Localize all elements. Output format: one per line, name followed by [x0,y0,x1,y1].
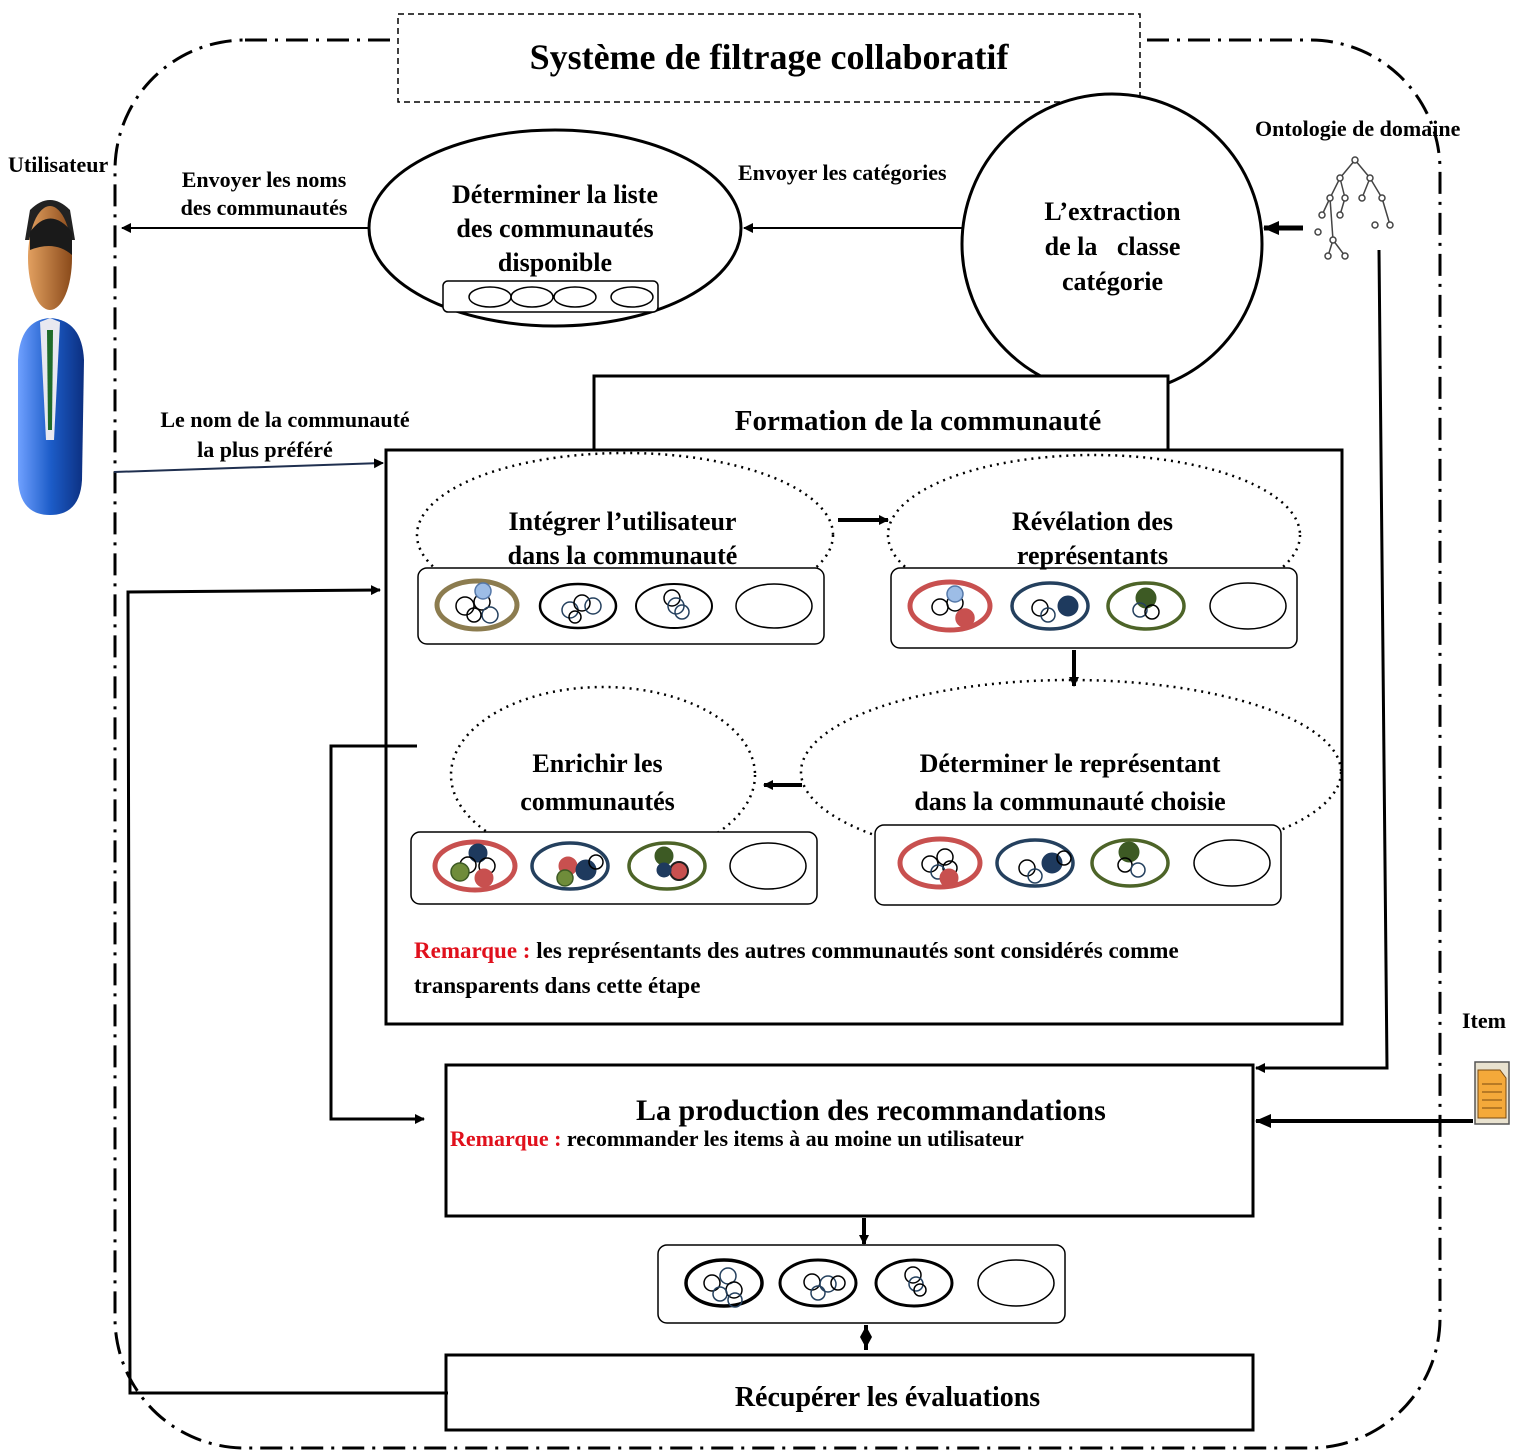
group-box-enrich [410,831,818,905]
formation-title-box [592,374,1170,458]
determine-list-line-3: disponible [497,248,613,277]
send-names-line-2: des communautés [180,195,348,220]
communities-enrich [432,839,807,893]
extraction-line-2: de la classe [1044,232,1181,261]
extraction-line-1: L’extraction [1044,197,1181,226]
user-avatar [18,200,84,515]
production-title: La production des recommandations [636,1094,1106,1127]
arrow-formation-to-production [329,744,425,1124]
title-box [397,13,1141,103]
send-names-line-1: Envoyer les noms [181,167,347,192]
determine-rep-line-2: dans la communauté choisie [914,787,1226,816]
integrate-line-2: dans la communauté [507,541,738,570]
determine-rep-label: Déterminer le représentant dans la commu… [880,745,1260,821]
ontology-tree-icon [1314,156,1394,260]
arrow-ontology-to-production [1255,249,1389,1073]
production-remark: Remarque : recommander les items à au mo… [450,1126,1024,1152]
user-label: Utilisateur [8,152,109,177]
determine-list-label: Déterminer la liste des communautés disp… [380,178,730,280]
formation-remark-line-2: transparents dans cette étape [414,973,701,998]
reveal-step [886,453,1302,617]
determine-list-line-1: Déterminer la liste [452,180,658,209]
enrich-line-1: Enrichir les [532,749,663,778]
integrate-label: Intégrer l’utilisateur dans la communaut… [460,505,785,573]
communities-determine-rep [897,836,1271,890]
diagram-title: Système de filtrage collaboratif [529,37,1009,77]
determine-list-line-2: des communautés [456,214,654,243]
arrow-evaluations-feedback [126,585,448,1395]
formation-title: Formation de la communauté [734,405,1102,437]
reveal-line-2: représentants [1016,541,1169,570]
formation-remark: Remarque : les représentants des autres … [414,933,1179,1003]
production-box [444,1063,1255,1218]
communities-results [684,1258,1055,1308]
formation-box [384,448,1344,1026]
extraction-label: L’extraction de la classe catégorie [990,194,1235,299]
ontology-label: Ontologie de domaine [1255,116,1461,141]
reveal-line-1: Révélation des [1011,507,1174,536]
send-categories-label: Envoyer les catégories [738,160,947,185]
determine-rep-line-1: Déterminer le représentant [919,749,1221,778]
group-box-integrate [417,567,825,645]
integrate-line-1: Intégrer l’utilisateur [508,507,737,536]
communities-integrate [434,578,813,632]
group-box-determine-rep [874,824,1282,906]
formation-remark-line-1: Remarque : les représentants des autres … [414,933,1179,968]
send-names-label: Envoyer les noms des communautés [150,166,378,222]
arrow-user-to-formation [113,458,384,473]
enrich-step [449,685,757,865]
communities-reveal [907,579,1287,633]
enrich-label: Enrichir les communautés [480,745,715,821]
extraction-line-3: catégorie [1061,267,1164,296]
enrich-line-2: communautés [520,787,675,816]
formation-remark-label: Remarque : [414,938,531,963]
formation-remark-text-1: les représentants des autres communautés… [530,938,1179,963]
production-remark-text: recommander les items à au moine un util… [561,1126,1024,1151]
group-box-reveal [890,567,1298,649]
item-document-icon [1474,1061,1510,1125]
community-slots-top [442,280,659,313]
preferred-community-label: Le nom de la communauté la plus préféré [120,405,450,465]
evaluations-box [444,1353,1255,1432]
production-remark-label: Remarque : [450,1126,562,1151]
item-label: Item [1462,1008,1506,1033]
evaluations-title: Récupérer les évaluations [734,1382,1041,1413]
preferred-line-1: Le nom de la communauté [160,407,410,432]
preferred-line-2: la plus préféré [197,437,333,462]
reveal-label: Révélation des représentants [945,505,1240,573]
group-box-results [657,1244,1066,1324]
